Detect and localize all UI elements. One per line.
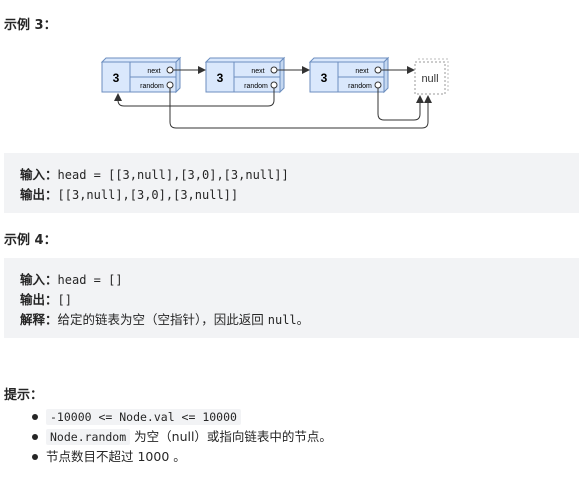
- node-value: 3: [217, 71, 224, 85]
- explain-code: null: [267, 313, 297, 327]
- next-label: next: [147, 68, 160, 75]
- output-value: []: [57, 293, 72, 307]
- linked-list-diagram: 3 next random 3 next random 3 next random null: [100, 56, 449, 129]
- list-node: 3 next random: [204, 56, 286, 94]
- hint-text: 节点数目不超过 1000 。: [46, 449, 186, 464]
- null-label: null: [421, 73, 438, 85]
- random-label: random: [140, 83, 164, 90]
- input-value: head = []: [57, 273, 123, 287]
- hints-list: -10000 <= Node.val <= 10000 Node.random …: [28, 408, 332, 468]
- random-pointer-dot: [270, 81, 278, 89]
- example-4-output-line: 输出：[]: [20, 290, 563, 310]
- null-node: null: [414, 58, 449, 95]
- node-value: 3: [113, 71, 120, 85]
- hints-title: 提示：: [4, 388, 44, 403]
- list-node: 3 next random: [100, 56, 182, 94]
- hint-code: Node.random: [46, 429, 131, 445]
- next-label: next: [355, 68, 368, 75]
- bullet-icon: [32, 454, 38, 460]
- hint-item: -10000 <= Node.val <= 10000: [28, 408, 332, 426]
- bullet-icon: [32, 414, 38, 420]
- example-4-title: 示例 4：: [4, 233, 57, 248]
- random-label: random: [348, 83, 372, 90]
- random-pointer-dot: [166, 81, 174, 89]
- input-label: 输入：: [20, 272, 58, 287]
- next-pointer-dot: [270, 66, 278, 74]
- output-label: 输出：: [20, 187, 58, 202]
- input-value: head = [[3,null],[3,0],[3,null]]: [57, 168, 289, 182]
- output-value: [[3,null],[3,0],[3,null]]: [57, 188, 239, 202]
- next-pointer-dot: [166, 66, 174, 74]
- random-pointer-dot: [374, 81, 382, 89]
- next-pointer-dot: [374, 66, 382, 74]
- example-4-explain-line: 解释：给定的链表为空（空指针），因此返回 null。: [20, 310, 563, 330]
- bullet-icon: [32, 434, 38, 440]
- hint-text: 为空（null）或指向链表中的节点。: [130, 429, 332, 444]
- hint-item: 节点数目不超过 1000 。: [28, 448, 332, 466]
- node-value: 3: [321, 71, 328, 85]
- example-3-output-line: 输出：[[3,null],[3,0],[3,null]]: [20, 185, 563, 205]
- example-3-input-line: 输入：head = [[3,null],[3,0],[3,null]]: [20, 165, 563, 185]
- example-4-code-block: 输入：head = [] 输出：[] 解释：给定的链表为空（空指针），因此返回 …: [4, 258, 579, 338]
- random-arrow: [114, 88, 275, 107]
- explain-text: 给定的链表为空（空指针），因此返回: [57, 312, 268, 327]
- hint-code: -10000 <= Node.val <= 10000: [46, 409, 241, 425]
- random-arrow: [377, 88, 424, 121]
- explain-label: 解释：: [20, 312, 58, 327]
- input-label: 输入：: [20, 167, 58, 182]
- random-label: random: [244, 83, 268, 90]
- random-arrow: [169, 88, 432, 129]
- list-node: 3 next random: [308, 56, 390, 94]
- example-3-title: 示例 3：: [4, 18, 57, 33]
- explain-end: 。: [296, 312, 310, 327]
- example-4-input-line: 输入：head = []: [20, 270, 563, 290]
- next-label: next: [251, 68, 264, 75]
- output-label: 输出：: [20, 292, 58, 307]
- example-3-code-block: 输入：head = [[3,null],[3,0],[3,null]] 输出：[…: [4, 153, 579, 213]
- hint-item: Node.random 为空（null）或指向链表中的节点。: [28, 428, 332, 446]
